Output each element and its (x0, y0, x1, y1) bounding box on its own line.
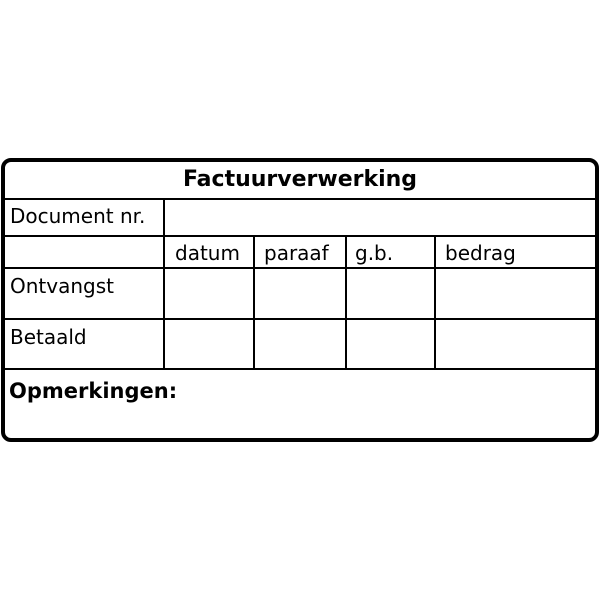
column-gb: g.b. (355, 241, 394, 265)
divider (253, 235, 255, 370)
received-label: Ontvangst (10, 274, 114, 298)
stamp-frame (1, 158, 599, 442)
divider (345, 235, 347, 370)
stamp-title: Factuurverwerking (182, 167, 418, 192)
divider (4, 235, 596, 237)
divider (4, 368, 596, 370)
document-number-label: Document nr. (10, 204, 146, 228)
divider (163, 198, 165, 370)
divider (4, 198, 596, 200)
paid-label: Betaald (10, 325, 87, 349)
column-paraaf: paraaf (264, 241, 329, 265)
divider (4, 267, 596, 269)
divider (4, 318, 596, 320)
column-datum: datum (175, 241, 240, 265)
remarks-label: Opmerkingen: (9, 379, 178, 403)
column-bedrag: bedrag (445, 241, 516, 265)
divider (434, 235, 436, 370)
